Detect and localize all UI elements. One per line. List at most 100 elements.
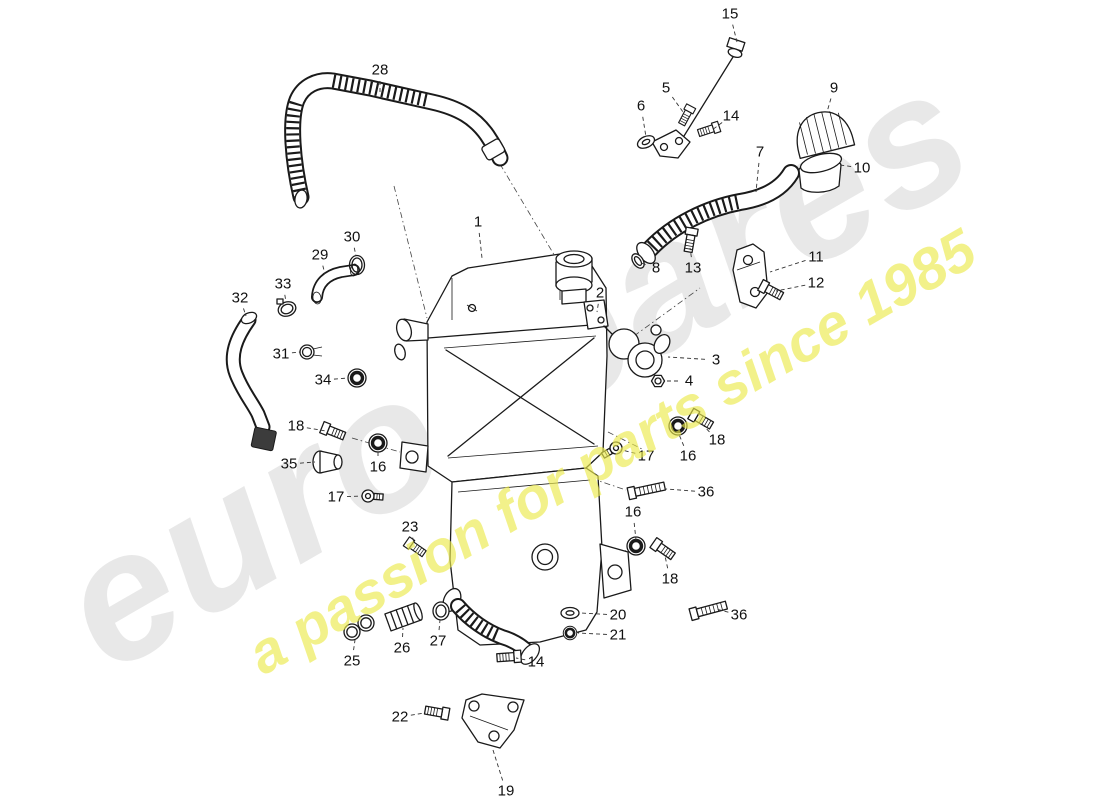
leader-line-12 <box>775 284 806 292</box>
leader-line-29 <box>322 265 326 275</box>
callout-14: 14 <box>723 108 740 125</box>
screw-17-left <box>360 488 385 504</box>
callout-26: 26 <box>394 640 411 657</box>
callout-32: 32 <box>232 290 249 307</box>
filler-hose-7 <box>636 173 791 265</box>
leader-line-34 <box>333 377 349 380</box>
callout-10: 10 <box>854 160 871 177</box>
leader-line-19 <box>492 749 504 781</box>
callout-16: 16 <box>625 504 642 521</box>
grommet-34 <box>346 367 368 389</box>
callout-8: 8 <box>652 260 660 277</box>
callout-25: 25 <box>344 653 361 670</box>
callout-14: 14 <box>528 654 545 671</box>
bolt-36-upper <box>626 479 667 501</box>
leader-line-9 <box>826 98 832 113</box>
callout-35: 35 <box>281 456 298 473</box>
callout-20: 20 <box>610 607 627 624</box>
nut-4 <box>650 374 666 388</box>
leader-line-17 <box>346 495 363 498</box>
leader-line-15 <box>732 24 738 43</box>
leader-line-10 <box>839 164 852 167</box>
breather-hose-28 <box>293 81 506 209</box>
callout-31: 31 <box>273 346 290 363</box>
o-ring-25a <box>343 623 361 641</box>
bolt-5 <box>676 103 697 128</box>
callout-27: 27 <box>430 633 447 650</box>
bolt-18-left <box>319 420 348 443</box>
oil-tank <box>394 250 632 646</box>
seal-ring-10 <box>799 152 843 174</box>
callout-23: 23 <box>402 519 419 536</box>
callout-16: 16 <box>370 459 387 476</box>
leader-line-8 <box>640 262 646 265</box>
leader-line-23 <box>412 537 415 544</box>
washer-20 <box>560 606 580 620</box>
bolt-23 <box>402 536 428 559</box>
hose-29 <box>312 263 358 305</box>
leader-line-18 <box>701 423 710 433</box>
callout-19: 19 <box>498 783 515 800</box>
callout-18: 18 <box>288 418 305 435</box>
callout-11: 11 <box>808 249 824 266</box>
callout-3: 3 <box>712 352 720 369</box>
callout-18: 18 <box>662 571 679 588</box>
leader-line-17 <box>621 449 636 454</box>
leader-line-30 <box>353 247 357 257</box>
callout-36: 36 <box>731 607 748 624</box>
leader-line-14 <box>515 657 526 661</box>
callout-2: 2 <box>596 285 604 302</box>
callout-16: 16 <box>680 448 697 465</box>
callout-5: 5 <box>662 80 670 97</box>
bolt-14-upper <box>696 120 722 139</box>
leader-line-35 <box>299 461 316 464</box>
leader-line-18 <box>306 427 327 432</box>
leader-line-18 <box>664 555 669 569</box>
callout-17: 17 <box>328 489 345 506</box>
leader-line-7 <box>755 162 760 193</box>
clamp-31 <box>299 344 323 360</box>
washer-6 <box>634 132 658 152</box>
callout-4: 4 <box>685 373 693 390</box>
leader-line-32 <box>243 308 247 317</box>
leader-line-11 <box>769 259 806 273</box>
hose-32 <box>233 311 277 452</box>
thermostat-housing <box>603 324 671 378</box>
leader-line-14 <box>711 122 723 131</box>
callout-29: 29 <box>312 247 329 264</box>
callout-7: 7 <box>756 144 764 161</box>
callout-18: 18 <box>709 432 726 449</box>
leader-line-25 <box>353 639 356 651</box>
callout-17: 17 <box>638 448 655 465</box>
leader-line-20 <box>579 612 608 615</box>
leader-line-22 <box>410 712 425 716</box>
leader-line-16 <box>677 431 685 447</box>
bracket-19 <box>461 693 525 749</box>
callout-22: 22 <box>392 709 409 726</box>
callout-13: 13 <box>685 260 702 277</box>
callout-36: 36 <box>698 484 715 501</box>
callout-34: 34 <box>315 372 332 389</box>
leader-line-27 <box>438 619 441 631</box>
grommet-16-left <box>367 432 389 454</box>
bolt-18-right-upper <box>687 407 716 432</box>
callout-12: 12 <box>808 275 825 292</box>
grommet-21 <box>561 624 579 642</box>
bolt-14-lower <box>495 649 523 665</box>
leader-line-21 <box>577 632 608 635</box>
plug-35 <box>312 450 343 474</box>
leader-line-3 <box>667 356 706 360</box>
o-ring-8 <box>631 253 645 269</box>
callout-6: 6 <box>637 98 645 115</box>
fitting-26 <box>384 602 423 632</box>
bolt-22 <box>423 703 451 721</box>
clamp-30 <box>348 254 366 276</box>
callout-33: 33 <box>275 276 292 293</box>
clamp-33 <box>276 298 297 317</box>
bracket-11 <box>732 243 769 309</box>
callout-30: 30 <box>344 229 361 246</box>
callout-layer: 1234567891011121314141516161617171818181… <box>232 6 871 800</box>
o-ring-25b <box>357 614 375 632</box>
